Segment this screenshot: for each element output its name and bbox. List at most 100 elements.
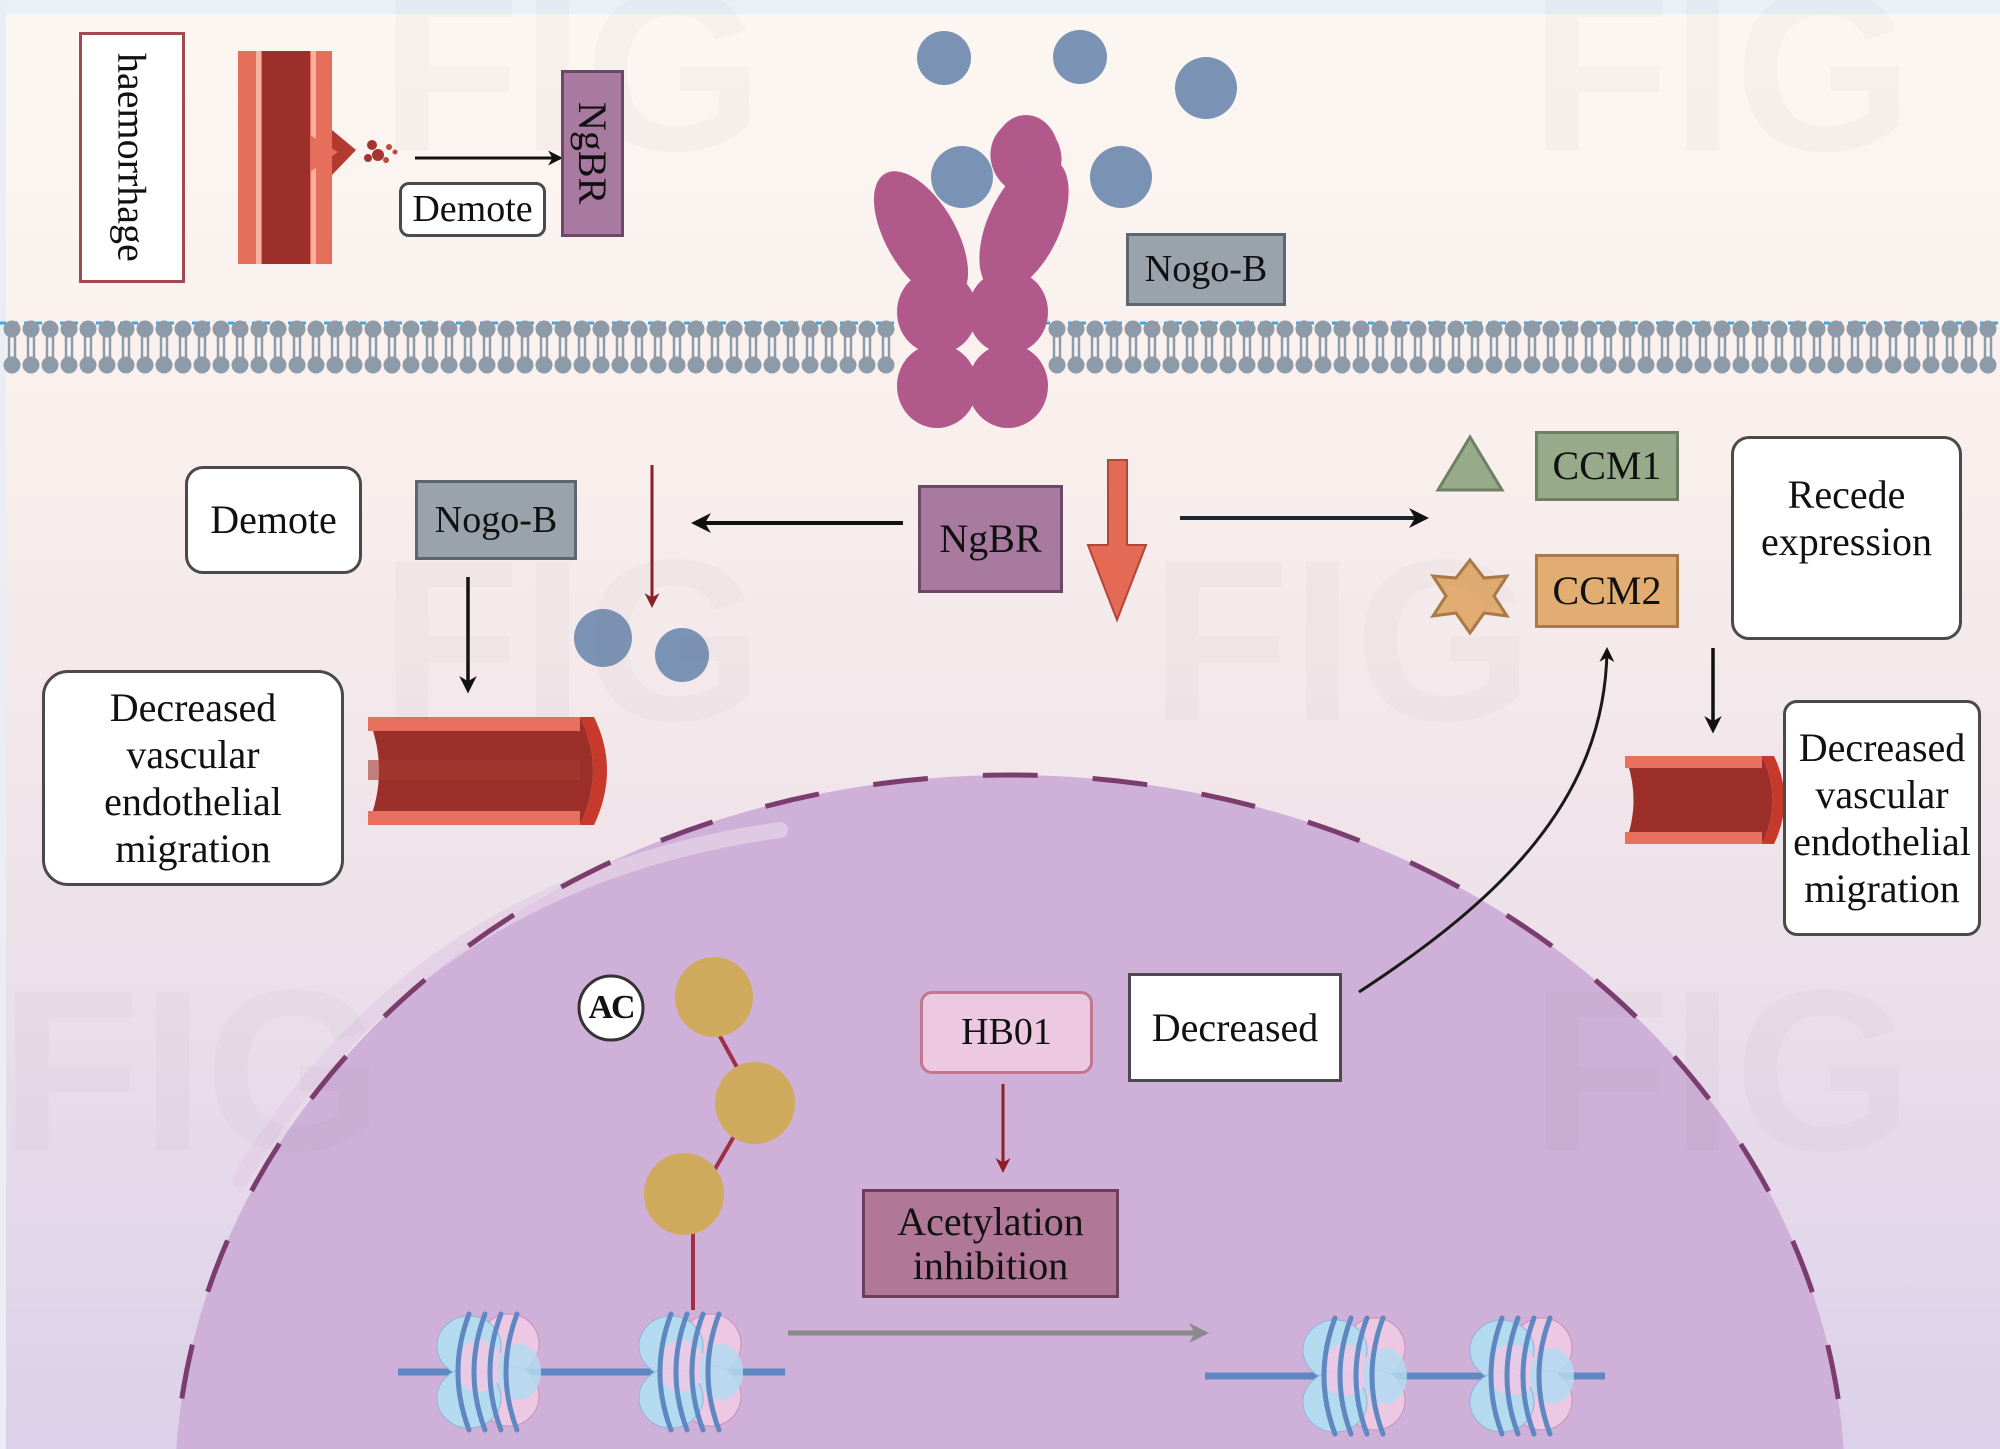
text-line: Decreased — [109, 684, 277, 730]
phospholipid — [1504, 320, 1522, 374]
phospholipid — [1789, 320, 1807, 374]
text-line: vascular — [126, 731, 260, 777]
phospholipid — [1238, 320, 1256, 374]
text-line: vascular — [1815, 771, 1949, 817]
phospholipid — [1485, 320, 1503, 374]
nucleosome-icon — [638, 1311, 743, 1433]
phospholipid — [1143, 320, 1161, 374]
recede-line-2: expression — [1760, 519, 1933, 564]
vessel-segment-left-icon — [368, 717, 607, 825]
hb01-label-box: HB01 — [920, 991, 1093, 1074]
phospholipid — [421, 320, 439, 374]
nucleosome-icon — [1469, 1315, 1574, 1437]
phospholipid — [288, 320, 306, 374]
phospholipid — [877, 320, 895, 374]
phospholipid — [136, 320, 154, 374]
phospholipid — [630, 320, 648, 374]
phospholipid — [763, 320, 781, 374]
phospholipid — [744, 320, 762, 374]
recede-line-1: Recede — [1787, 471, 1906, 517]
phospholipid — [1048, 320, 1066, 374]
phospholipid — [1314, 320, 1332, 374]
phospholipid — [41, 320, 59, 374]
phospholipid — [98, 320, 116, 374]
phospholipid — [516, 320, 534, 374]
top-border — [0, 0, 2000, 14]
phospholipid — [1941, 320, 1959, 374]
ngbr-label-box-middle: NgBR — [918, 485, 1063, 593]
ngbr-label: NgBR — [570, 102, 616, 205]
phospholipid — [1086, 320, 1104, 374]
svg-text:FIG: FIG — [1530, 0, 1913, 199]
svg-text:FIG: FIG — [1530, 942, 1913, 1199]
ngbr-label-box-top: NgBR — [561, 70, 624, 237]
phospholipid — [1162, 320, 1180, 374]
phospholipid — [345, 320, 363, 374]
ac-label: AC — [588, 988, 635, 1026]
nogob-label: Nogo-B — [1144, 248, 1268, 291]
phospholipid — [1181, 320, 1199, 374]
demote-label: Demote — [412, 188, 533, 231]
phospholipid — [231, 320, 249, 374]
phospholipid — [1751, 320, 1769, 374]
nogob-label-box-top: Nogo-B — [1126, 233, 1286, 306]
phospholipid — [402, 320, 420, 374]
text-line: Decreased — [1798, 724, 1966, 770]
ccm2-label-box: CCM2 — [1535, 554, 1679, 628]
phospholipid — [1276, 320, 1294, 374]
ligand-circle — [917, 31, 971, 85]
ruptured-vessel-icon — [238, 51, 398, 264]
phospholipid — [1200, 320, 1218, 374]
phospholipid — [1675, 320, 1693, 374]
phospholipid — [611, 320, 629, 374]
ccm1-label: CCM1 — [1552, 443, 1662, 489]
phospholipid — [1694, 320, 1712, 374]
nogob-label-box-middle: Nogo-B — [415, 480, 577, 560]
phospholipid — [1219, 320, 1237, 374]
nogo-b-ligands-extracellular — [917, 30, 1237, 208]
ligand-circle — [1090, 146, 1152, 208]
phospholipid — [1903, 320, 1921, 374]
phospholipid — [1371, 320, 1389, 374]
phospholipid — [497, 320, 515, 374]
phospholipid — [1390, 320, 1408, 374]
acetyl-group-badge — [577, 974, 645, 1042]
ac-label-box: AC — [579, 976, 643, 1040]
recede-expression-box: Recede expression — [1731, 436, 1962, 640]
phospholipid — [440, 320, 458, 374]
phospholipid — [1827, 320, 1845, 374]
text-line: endothelial — [1793, 819, 1971, 864]
nucleus-highlight — [232, 822, 788, 1188]
phospholipid — [1637, 320, 1655, 374]
svg-text:FIG: FIG — [0, 942, 383, 1199]
phospholipid — [820, 320, 838, 374]
phospholipid — [1523, 320, 1541, 374]
phospholipid — [1884, 320, 1902, 374]
phospholipid — [1124, 320, 1142, 374]
phospholipid — [535, 320, 553, 374]
ccm1-triangle-icon — [1435, 434, 1505, 492]
text-line: migration — [115, 826, 271, 872]
ligand-circle — [1053, 30, 1107, 84]
phospholipid — [1979, 320, 1997, 374]
phospholipid — [155, 320, 173, 374]
phospholipid — [79, 320, 97, 374]
ligand-circle-intracellular — [574, 609, 632, 667]
phospholipid — [1922, 320, 1940, 374]
decreased-migration-box-left: Decreased vascular endothelial migration — [42, 670, 344, 886]
phospholipid — [1257, 320, 1275, 374]
phospholipid — [3, 320, 21, 374]
phospholipid — [1618, 320, 1636, 374]
phospholipid — [193, 320, 211, 374]
phospholipid — [383, 320, 401, 374]
phospholipid — [1808, 320, 1826, 374]
phospholipid — [1447, 320, 1465, 374]
text-line: migration — [1804, 866, 1960, 912]
phospholipid — [725, 320, 743, 374]
phospholipid — [1960, 320, 1978, 374]
phospholipid — [212, 320, 230, 374]
phospholipid — [1409, 320, 1427, 374]
phospholipid — [1599, 320, 1617, 374]
phospholipid — [117, 320, 135, 374]
